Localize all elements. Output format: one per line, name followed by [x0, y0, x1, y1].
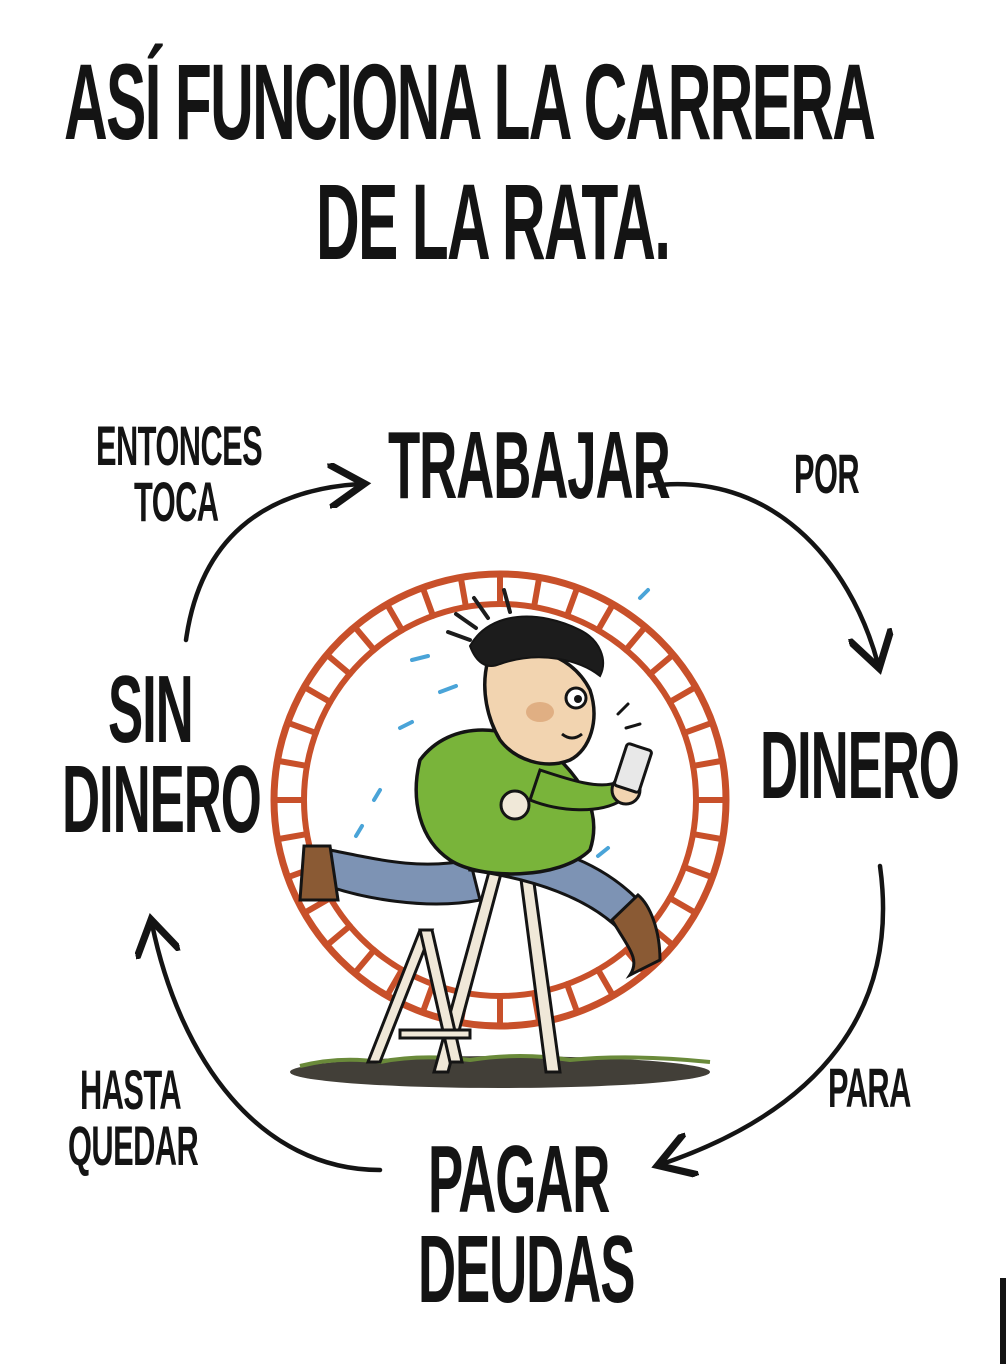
wheel-rung	[384, 966, 405, 999]
wheel-rung	[622, 623, 649, 653]
wheel-rung	[384, 601, 405, 634]
title-line-1: ASÍ FUNCIONA LA CARRERA	[64, 41, 876, 162]
arrow-dinero-to-pagar-deudas	[662, 863, 886, 1164]
wheel-rung	[531, 574, 543, 610]
wheel-rung	[647, 651, 677, 678]
node-pagar-deudas-line2: DEUDAS	[418, 1216, 635, 1323]
node-sin-dinero-line1: SIN	[108, 656, 194, 763]
wheel-rung	[666, 895, 699, 916]
connector-entonces-toca-line2: TOCA	[134, 470, 219, 533]
connector-hasta-quedar-line2: QUEDAR	[68, 1114, 199, 1177]
edge-border-mark	[1000, 1278, 1006, 1364]
wheel-rung	[681, 719, 716, 736]
man-running-in-hamster-wheel-icon	[270, 570, 730, 1088]
connector-para: PARA	[828, 1056, 911, 1119]
arrow-sin-dinero-to-trabajar	[183, 484, 360, 643]
connector-entonces-toca-line1: ENTONCES	[96, 414, 263, 477]
wheel-rung	[323, 922, 353, 949]
wheel-rung	[564, 981, 581, 1016]
wheel-rung	[457, 574, 469, 610]
connector-por: POR	[794, 442, 860, 505]
wheel-rung	[351, 623, 378, 653]
node-trabajar: TRABAJAR	[388, 412, 671, 519]
wheel-rung	[301, 684, 334, 705]
wheel-rung	[419, 981, 436, 1016]
wheel-rung	[284, 719, 319, 736]
wheel-rung	[690, 757, 726, 769]
connector-hasta-quedar-line1: HASTA	[80, 1058, 182, 1121]
wheel-rung	[274, 757, 310, 769]
wheel-rung	[419, 584, 436, 619]
wheel-rung	[323, 651, 353, 678]
wheel-rung	[666, 684, 699, 705]
node-sin-dinero-line2: DINERO	[62, 746, 262, 853]
wheel-rung	[564, 584, 581, 619]
arrow-trabajar-to-dinero	[647, 482, 878, 664]
wheel-rung	[681, 864, 716, 881]
wheel-rung	[274, 831, 310, 843]
node-dinero: DINERO	[760, 712, 960, 819]
wheel-rung	[690, 831, 726, 843]
wheel-rung	[595, 601, 616, 634]
title-line-2: DE LA RATA.	[316, 161, 671, 282]
wheel-rung	[351, 947, 378, 977]
arrow-pagar-deudas-to-sin-dinero	[152, 924, 383, 1173]
wheel-rung	[595, 966, 616, 999]
node-pagar-deudas-line1: PAGAR	[428, 1126, 610, 1233]
